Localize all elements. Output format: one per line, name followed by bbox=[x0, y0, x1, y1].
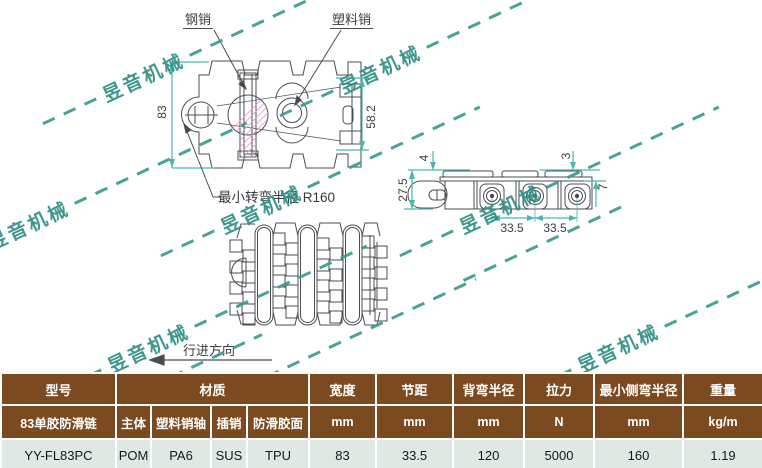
spec-table: 型号 材质 宽度 节距 背弯半径 拉力 最小侧弯半径 重量 83单胶防滑链 主体… bbox=[0, 372, 762, 468]
subheader-pin: 插销 bbox=[210, 404, 248, 440]
subheader-pin-shaft: 塑料销轴 bbox=[150, 404, 212, 440]
side-right-pad-dimension: 3 bbox=[559, 152, 573, 160]
side-view-drawing bbox=[407, 170, 593, 210]
side-height-dimension: 27.5 bbox=[396, 178, 410, 202]
unit-width: mm bbox=[308, 404, 378, 440]
value-back-bend-radius: 120 bbox=[452, 438, 526, 468]
steel-pin-label: 钢销 bbox=[183, 12, 214, 29]
table-subheader-row: 83单胶防滑链 主体 塑料销轴 插销 防滑胶面 mm mm mm N mm kg… bbox=[0, 404, 762, 440]
value-grip-surface: TPU bbox=[245, 438, 311, 468]
value-model: YY-FL83PC bbox=[0, 438, 117, 468]
pitch-dimension-right: 33.5 bbox=[543, 221, 567, 235]
plastic-pin-label: 塑料销 bbox=[330, 12, 374, 29]
col-header-min-side-bend-radius: 最小侧弯半径 bbox=[593, 372, 685, 406]
value-weight: 1.19 bbox=[682, 438, 762, 468]
pitch-dimension-left: 33.5 bbox=[500, 221, 524, 235]
side-top-offset-dimension: 7 bbox=[596, 183, 610, 191]
subheader-body: 主体 bbox=[115, 404, 152, 440]
value-side-bend-radius: 160 bbox=[593, 438, 685, 468]
plan-view-drawing bbox=[181, 60, 363, 169]
side-pad-height-dimension: 4 bbox=[417, 154, 431, 162]
side-dimension-lines bbox=[404, 151, 606, 222]
travel-direction-label: 行进方向 bbox=[183, 343, 236, 358]
plan-width-dimension: 83 bbox=[155, 105, 169, 119]
col-header-model: 型号 bbox=[0, 372, 117, 406]
unit-back-bend: mm bbox=[452, 404, 526, 440]
col-header-tension: 拉力 bbox=[523, 372, 596, 406]
col-header-width: 宽度 bbox=[308, 372, 378, 406]
unit-pitch: mm bbox=[375, 404, 455, 440]
value-pin-shaft: PA6 bbox=[150, 438, 212, 468]
value-body: POM bbox=[115, 438, 152, 468]
plan-hinge-width-dimension: 58.2 bbox=[364, 105, 378, 129]
unit-tension: N bbox=[523, 404, 596, 440]
table-data-row: YY-FL83PC POM PA6 SUS TPU 83 33.5 120 50… bbox=[0, 438, 762, 468]
table-header-row: 型号 材质 宽度 节距 背弯半径 拉力 最小侧弯半径 重量 bbox=[0, 372, 762, 406]
col-header-material: 材质 bbox=[114, 372, 311, 406]
unit-side-bend: mm bbox=[593, 404, 685, 440]
value-pin: SUS bbox=[210, 438, 248, 468]
col-header-weight: 重量 bbox=[682, 372, 762, 406]
value-pitch: 33.5 bbox=[375, 438, 455, 468]
subheader-grip-surface: 防滑胶面 bbox=[245, 404, 311, 440]
col-header-pitch: 节距 bbox=[375, 372, 455, 406]
subheader-series: 83单胶防滑链 bbox=[0, 404, 117, 440]
unit-weight: kg/m bbox=[682, 404, 762, 440]
col-header-back-bend-radius: 背弯半径 bbox=[452, 372, 526, 406]
bottom-view-drawing bbox=[229, 222, 388, 326]
min-turn-radius-note: 最小转弯半径 R160 bbox=[218, 190, 336, 205]
value-tension: 5000 bbox=[523, 438, 596, 468]
value-width: 83 bbox=[308, 438, 378, 468]
